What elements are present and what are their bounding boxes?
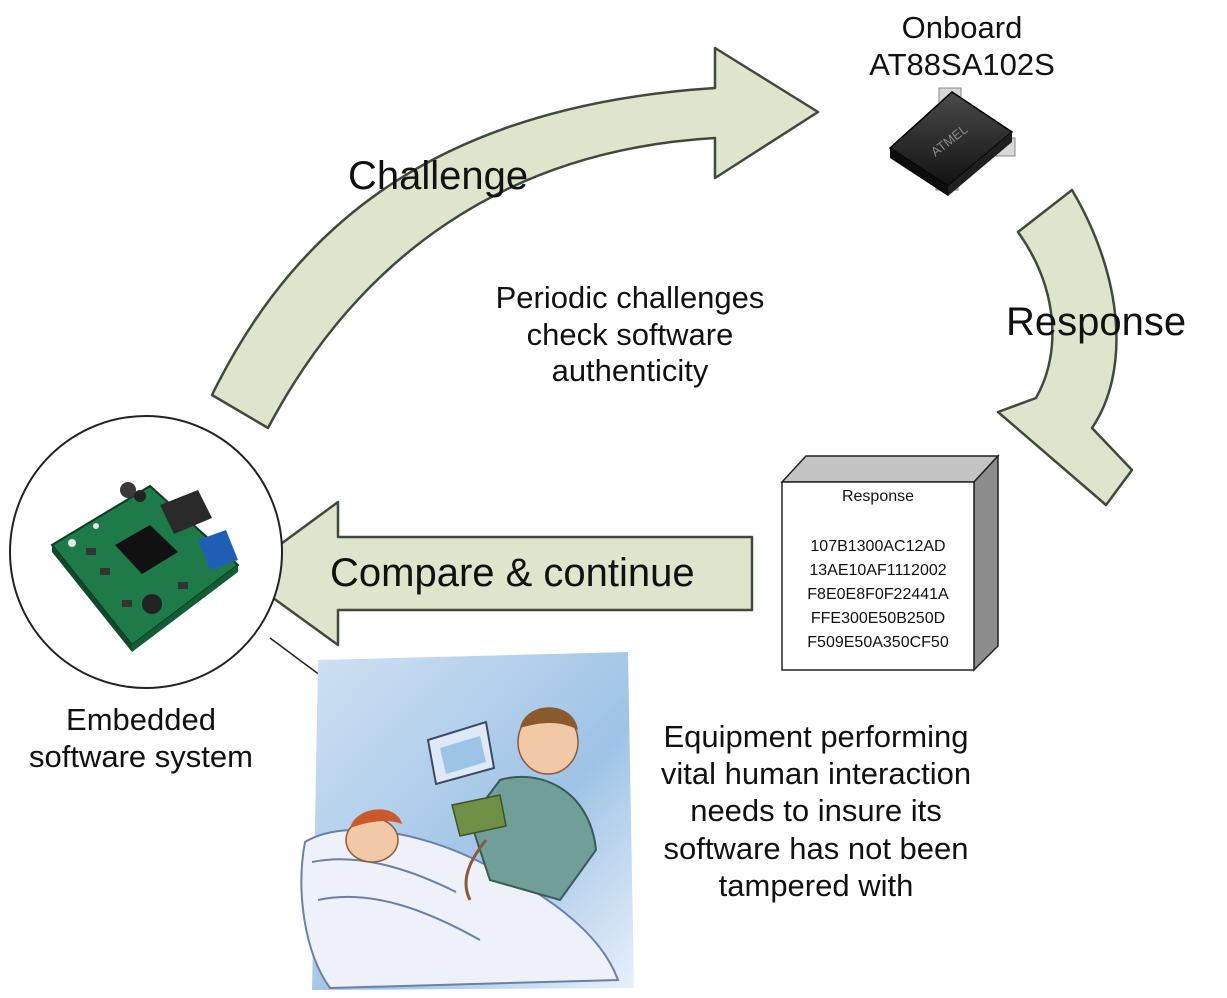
embedded-label: Embedded software system: [0, 702, 282, 775]
challenge-arrow: [210, 46, 820, 430]
response-arrow: [996, 188, 1134, 507]
compare-arrow: [238, 500, 754, 647]
equipment-note-line4: software has not been: [663, 830, 969, 866]
chip-title-line1: Onboard: [901, 10, 1023, 45]
response-code-line: F509E50A350CF50: [807, 633, 949, 651]
response-label: Response: [1006, 300, 1187, 344]
equipment-note-line3: needs to insure its: [690, 793, 942, 829]
equipment-note-line1: Equipment performing: [663, 719, 969, 754]
embedded-label-line1: Embedded: [66, 702, 216, 737]
compare-label: Compare & continue: [330, 551, 695, 595]
response-code-line: 107B1300AC12AD: [810, 537, 946, 555]
equipment-note: Equipment performing vital human interac…: [626, 718, 1006, 904]
response-box-text: Response 107B1300AC12AD 13AE10AF1112002 …: [782, 488, 974, 655]
center-note-line2: check software: [526, 316, 734, 352]
challenge-label: Challenge: [348, 154, 529, 198]
chip-icon: ATMEL: [888, 87, 1016, 196]
response-code-line: F8E0E8F0F22441A: [807, 585, 949, 603]
circuit-board-icon: [50, 482, 240, 652]
response-box-title: Response: [841, 488, 915, 505]
chip-title: Onboard AT88SA102S: [842, 10, 1082, 83]
center-note-line3: authenticity: [551, 353, 709, 389]
center-note: Periodic challenges check software authe…: [450, 280, 810, 390]
center-note-line1: Periodic challenges: [495, 280, 765, 315]
response-code-line: FFE300E50B250D: [810, 609, 946, 627]
response-code-line: 13AE10AF1112002: [809, 561, 947, 579]
response-code-list: 107B1300AC12AD 13AE10AF1112002 F8E0E8F0F…: [782, 535, 974, 655]
equipment-note-line5: tampered with: [718, 867, 914, 903]
embedded-label-line2: software system: [29, 738, 253, 774]
medical-scene-illustration: [300, 652, 634, 990]
response-box: [780, 454, 1000, 672]
chip-title-line2: AT88SA102S: [869, 46, 1055, 82]
equipment-note-line2: vital human interaction: [660, 756, 972, 792]
